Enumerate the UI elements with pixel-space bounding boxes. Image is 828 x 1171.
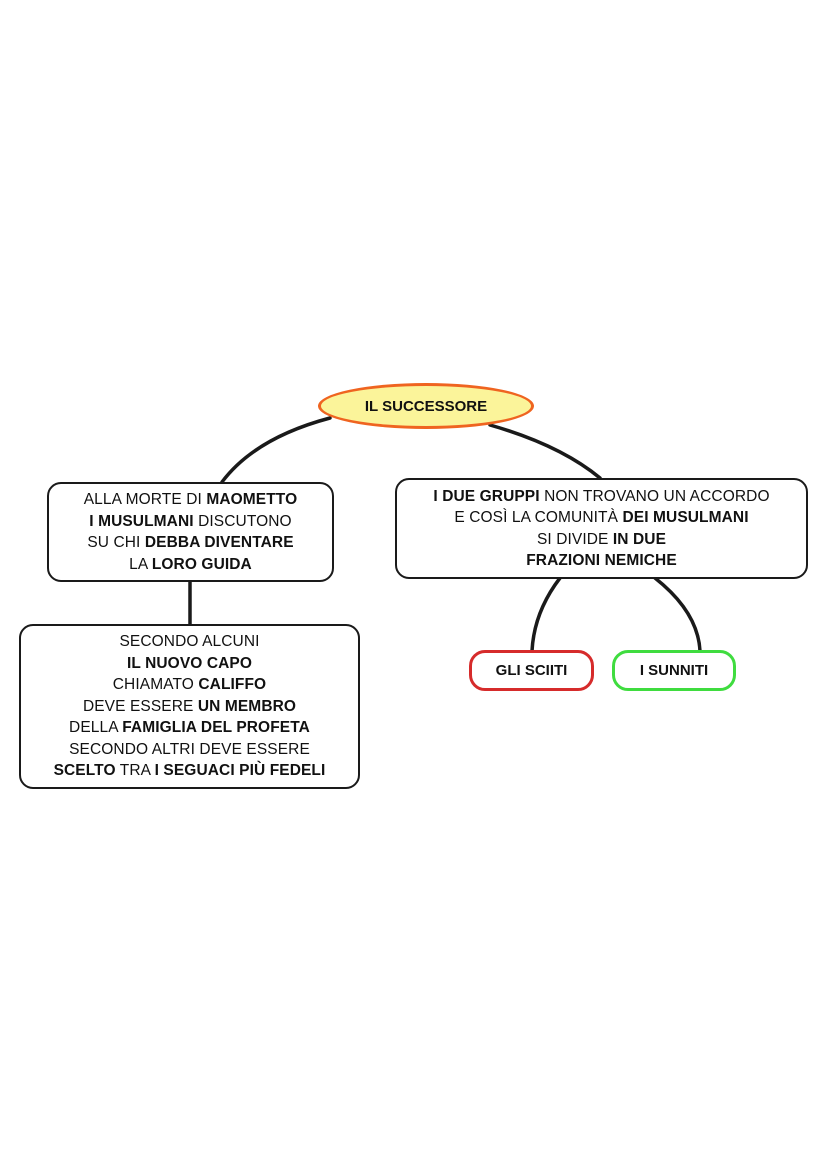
text-segment: NON TROVANO UN ACCORDO — [539, 487, 770, 505]
text-line: SECONDO ALCUNI — [54, 631, 326, 653]
connector-root-to-right — [488, 423, 602, 480]
node-gli-sciiti-label: GLI SCIITI — [495, 662, 568, 679]
text-segment-bold: I DUE GRUPPI — [433, 487, 540, 505]
node-gli-sciiti: GLI SCIITI — [469, 650, 594, 691]
text-segment-bold: IL NUOVO CAPO — [126, 654, 253, 672]
text-segment: E COSÌ LA COMUNITÀ — [454, 509, 623, 526]
text-line: SU CHI DEBBA DIVENTARE — [84, 532, 298, 554]
text-line: LA LORO GUIDA — [84, 554, 298, 576]
text-line: I DUE GRUPPI NON TROVANO UN ACCORDO — [433, 486, 769, 508]
text-line: SECONDO ALTRI DEVE ESSERE — [54, 739, 326, 761]
text-line: SI DIVIDE IN DUE — [433, 529, 769, 551]
text-segment-bold: DEI MUSULMANI — [622, 509, 749, 526]
node-i-sunniti: I SUNNITI — [612, 650, 736, 691]
text-segment-bold: IN DUE — [612, 530, 667, 548]
text-line: DEVE ESSERE UN MEMBRO — [54, 696, 326, 718]
text-segment: DELLA — [69, 719, 123, 737]
text-segment: SU CHI — [87, 534, 145, 551]
text-line: FRAZIONI NEMICHE — [433, 550, 769, 572]
text-segment: DISCUTONO — [193, 512, 292, 530]
text-segment: ALLA MORTE DI — [83, 491, 207, 508]
connector-right-to-sunniti — [653, 576, 702, 653]
text-segment-bold: MAOMETTO — [206, 491, 298, 508]
root-node-il-successore: IL SUCCESSORE — [318, 383, 534, 429]
text-line: E COSÌ LA COMUNITÀ DEI MUSULMANI — [433, 507, 769, 529]
text-line: DELLA FAMIGLIA DEL PROFETA — [54, 717, 326, 739]
text-line: IL NUOVO CAPO — [54, 653, 326, 675]
text-segment: CHIAMATO — [112, 676, 199, 694]
text-segment-bold: UN MEMBRO — [197, 697, 297, 715]
root-node-label: IL SUCCESSORE — [364, 397, 488, 415]
text-segment: TRA — [115, 762, 155, 780]
text-segment-bold: I SEGUACI PIÙ FEDELI — [154, 762, 326, 780]
box-secondo-alcuni-text: SECONDO ALCUNI IL NUOVO CAPO CHIAMATO CALI… — [54, 631, 326, 782]
connector-right-to-sciiti — [530, 576, 562, 653]
text-segment-bold: I MUSULMANI — [89, 512, 194, 530]
text-segment-bold: SCELTO — [53, 762, 116, 780]
text-segment: SECONDO ALCUNI — [119, 633, 260, 651]
text-segment: DEVE ESSERE — [82, 697, 198, 715]
text-segment-bold: DEBBA DIVENTARE — [144, 534, 294, 551]
text-line: ALLA MORTE DI MAOMETTO — [84, 489, 298, 511]
text-segment-bold: FAMIGLIA DEL PROFETA — [122, 719, 310, 737]
text-segment: SECONDO ALTRI DEVE ESSERE — [69, 740, 310, 758]
text-segment-bold: FRAZIONI NEMICHE — [526, 552, 677, 569]
text-segment-bold: LORO GUIDA — [151, 555, 252, 573]
text-segment-bold: CALIFFO — [198, 676, 267, 694]
text-line: SCELTO TRA I SEGUACI PIÙ FEDELI — [54, 760, 326, 782]
text-segment: SI DIVIDE — [536, 530, 613, 548]
text-line: I MUSULMANI DISCUTONO — [84, 511, 298, 533]
connector-root-to-left — [220, 416, 332, 484]
node-i-sunniti-label: I SUNNITI — [639, 662, 709, 679]
text-line: CHIAMATO CALIFFO — [54, 674, 326, 696]
box-secondo-alcuni: SECONDO ALCUNI IL NUOVO CAPO CHIAMATO CALI… — [19, 624, 360, 789]
text-segment: LA — [129, 555, 152, 573]
